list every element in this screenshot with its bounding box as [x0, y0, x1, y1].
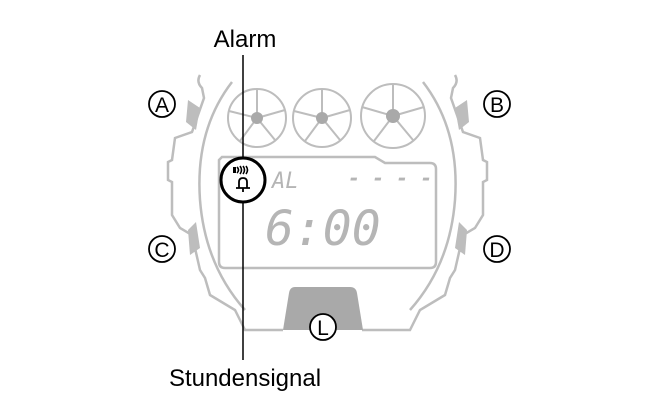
button-l-label: L [317, 317, 329, 340]
hourly-signal-icon [233, 165, 249, 175]
button-c-label: C [154, 239, 169, 262]
alarm-label: Alarm [214, 26, 277, 53]
display-top-right: - - - - [348, 166, 432, 190]
button-b-label: B [490, 94, 504, 117]
button-a-shape [186, 100, 200, 130]
button-a-label: A [155, 94, 169, 117]
display-time: 6:00 [265, 201, 381, 257]
button-c-shape [188, 222, 200, 255]
watch-case [166, 74, 489, 332]
indicator-highlight [219, 156, 267, 204]
gauge-right [360, 83, 426, 149]
display-mode: AL [270, 169, 299, 194]
button-d-shape [455, 222, 467, 255]
button-l[interactable]: L [309, 313, 337, 341]
button-b[interactable]: B [483, 90, 511, 118]
button-b-shape [455, 100, 469, 130]
lcd-display: AL - - - - 6:00 [217, 155, 438, 270]
button-c[interactable]: C [148, 235, 176, 263]
gauge-middle [292, 88, 352, 148]
gauges [227, 83, 426, 149]
button-d-label: D [489, 239, 504, 262]
gauge-left [227, 88, 287, 148]
alarm-bell-icon [236, 177, 250, 192]
light-button-shape [283, 287, 363, 330]
hourly-signal-label: Stundensignal [169, 365, 321, 392]
button-a[interactable]: A [148, 90, 176, 118]
button-d[interactable]: D [483, 235, 511, 263]
